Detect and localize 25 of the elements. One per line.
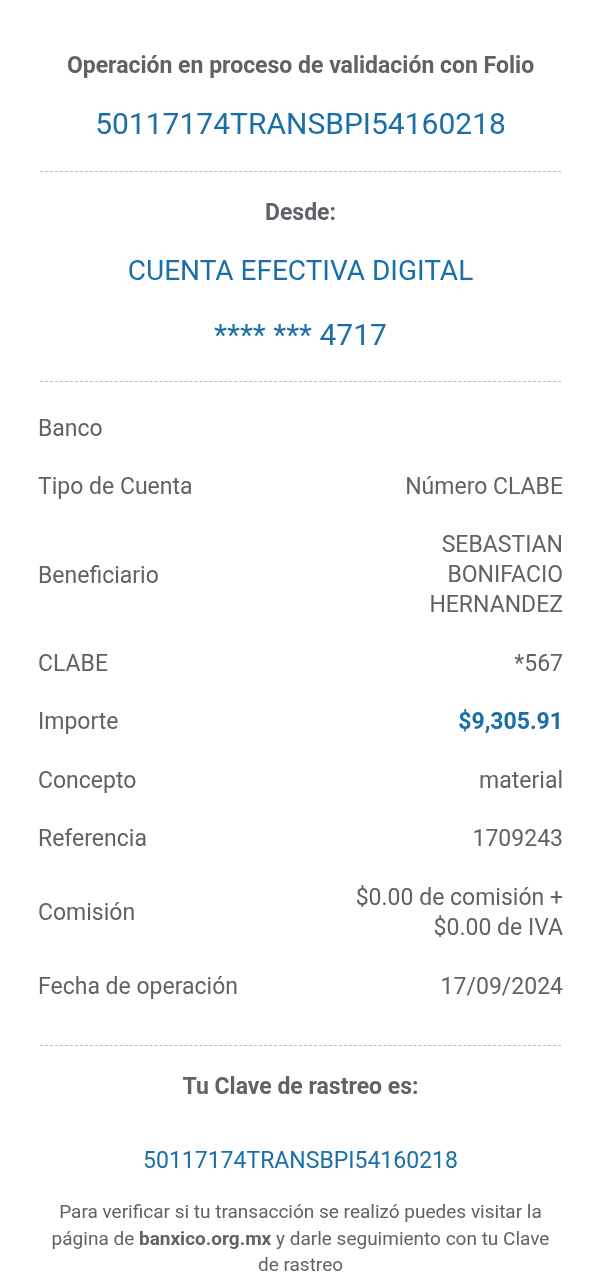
field-value: SEBASTIAN BONIFACIO HERNANDEZ bbox=[428, 530, 563, 620]
field-label: Fecha de operación bbox=[38, 972, 238, 1002]
field-label: Concepto bbox=[38, 766, 137, 796]
field-label: Beneficiario bbox=[38, 561, 159, 591]
field-label: CLABE bbox=[38, 649, 108, 679]
field-label: Banco bbox=[38, 414, 103, 444]
account-name: CUENTA EFECTIVA DIGITAL bbox=[126, 256, 475, 286]
field-value: *567 bbox=[514, 649, 563, 679]
field-label: Importe bbox=[38, 707, 119, 737]
field-label: Referencia bbox=[38, 824, 147, 854]
account-number: **** *** 4717 bbox=[213, 320, 388, 350]
field-value: 17/09/2024 bbox=[440, 972, 563, 1002]
field-value: $0.00 de comisión + $0.00 de IVA bbox=[354, 883, 563, 943]
field-value: material bbox=[479, 766, 563, 796]
field-label: Tipo de Cuenta bbox=[38, 472, 193, 502]
field-value: Número CLABE bbox=[405, 472, 563, 502]
field-value: 1709243 bbox=[472, 824, 563, 854]
tracking-key: 50117174TRANSBPI54160218 bbox=[0, 1146, 601, 1176]
section-heading: Tu Clave de rastreo es: bbox=[181, 1072, 420, 1102]
amount-value: $9,305.91 bbox=[458, 707, 563, 737]
heading: Operación en proceso de validación con Folio bbox=[65, 51, 536, 81]
section-heading: Desde: bbox=[263, 198, 337, 228]
field-label: Comisión bbox=[38, 898, 136, 928]
instruction-text: Para verificar si tu transacción se realizó puedes visitar la página de banxico.org.mx y darle seguimiento con tu Clave de rastreo bbox=[50, 1199, 551, 1278]
folio-number: 50117174TRANSBPI54160218 bbox=[94, 109, 507, 139]
